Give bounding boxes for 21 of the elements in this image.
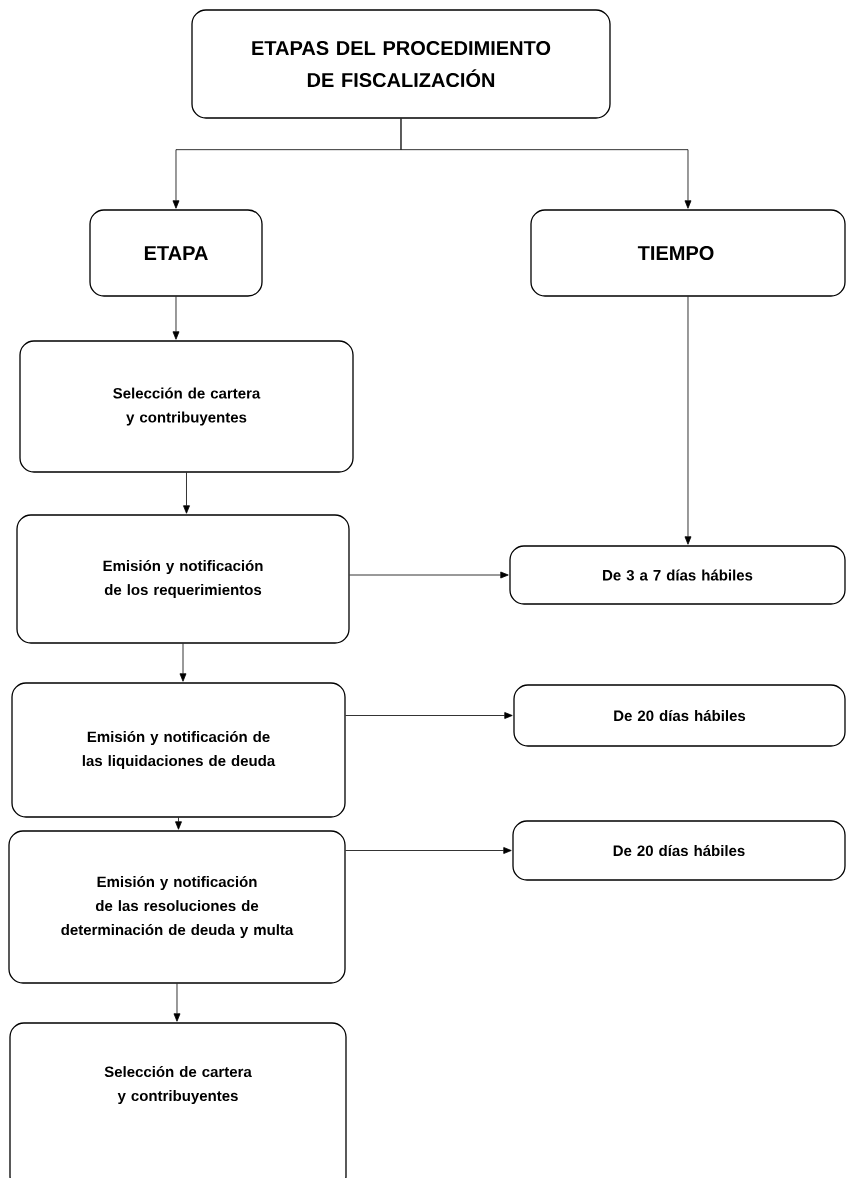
arrow [179, 643, 187, 682]
process-box: Emisión y notificación de las resoluciones de determinación de deuda y multa [8, 830, 346, 984]
process-box: Selección de cartera y contribuyentes [19, 340, 354, 473]
arrow [175, 817, 182, 830]
arrow [345, 712, 513, 719]
heading-box: ETAPA [89, 209, 263, 297]
arrow [345, 847, 512, 854]
time-box: De 3 a 7 días hábiles [509, 545, 846, 605]
arrow [183, 472, 190, 514]
time-box: De 20 días hábiles [513, 684, 846, 747]
arrow [400, 118, 692, 209]
process-box: Emisión y notificación de los requerimientos [16, 514, 350, 644]
arrow [173, 983, 181, 1022]
process-box: Emisión y notificación de las liquidaciones de deuda [11, 682, 346, 818]
arrow [684, 296, 692, 545]
arrow [349, 571, 509, 579]
arrow [172, 296, 180, 340]
time-box: De 20 días hábiles [512, 820, 846, 881]
title-box: ETAPAS DEL PROCEDIMIENTO DE FISCALIZACIÓN [191, 9, 611, 119]
heading-box: TIEMPO [530, 209, 846, 297]
process-box: Selección de cartera y contribuyentes [9, 1022, 347, 1178]
